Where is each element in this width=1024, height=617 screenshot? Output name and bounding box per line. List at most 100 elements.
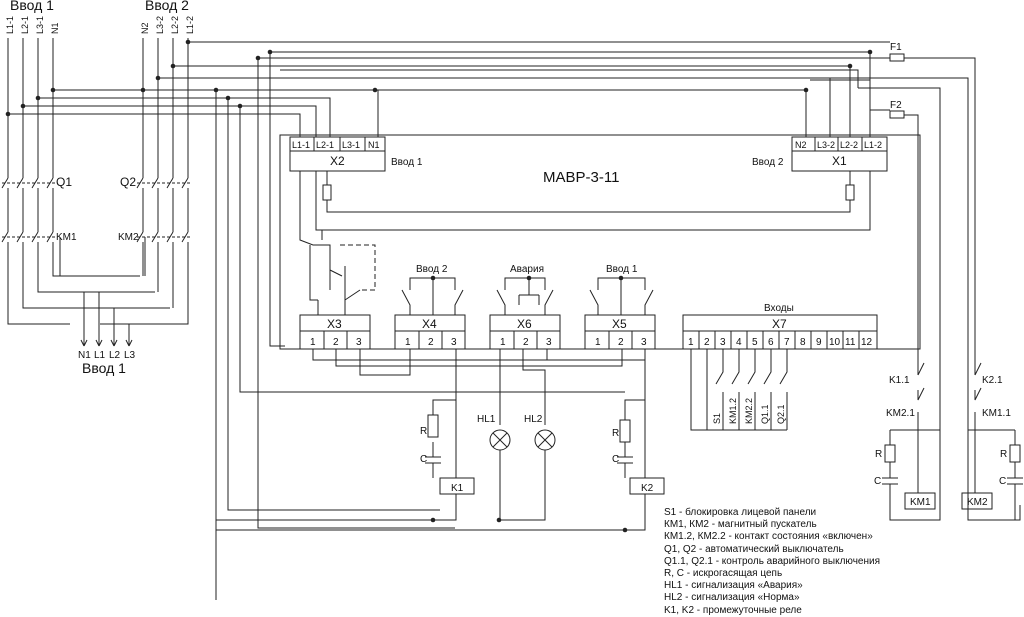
km11-label: KM1.1 <box>982 408 1011 419</box>
x4-name: X4 <box>422 317 437 331</box>
q2-label: Q2 <box>120 175 136 189</box>
contact-label: Q1.1 <box>760 404 770 424</box>
x7-contacts <box>690 349 788 431</box>
legend-item: S1 - блокировка лицевой панели <box>664 507 817 518</box>
x4-pin: 1 <box>405 337 411 348</box>
r-right2-label: R <box>1000 449 1007 460</box>
km1-coil-label: KM1 <box>910 497 931 508</box>
c-right2-label: C <box>999 476 1006 487</box>
x7-pin: 12 <box>861 337 873 348</box>
input2-top-label: Ввод 2 <box>145 0 189 13</box>
right-wires <box>280 53 1023 521</box>
x1-side-label: Ввод 2 <box>752 157 784 168</box>
connector-x1 <box>791 136 888 172</box>
x7-pin: 10 <box>829 337 841 348</box>
km2-coil-label: KM2 <box>967 497 988 508</box>
x2-pin: L2-1 <box>316 140 334 150</box>
x6-pin: 2 <box>523 337 529 348</box>
connector-x6 <box>489 277 561 350</box>
x3-name: X3 <box>327 317 342 331</box>
km1-label: KM1 <box>56 232 77 243</box>
x4-pin: 3 <box>451 337 457 348</box>
x7-pin: 1 <box>688 337 694 348</box>
x2-name: X2 <box>330 154 345 168</box>
x7-label: Входы <box>764 303 794 314</box>
connector-x5 <box>584 277 656 350</box>
line-label: L3-2 <box>155 16 165 34</box>
x7-pin: 9 <box>816 337 822 348</box>
line-label: L2-2 <box>170 16 180 34</box>
input-wires <box>1 38 190 347</box>
x3-pin: 3 <box>356 337 362 348</box>
k1-coil-label: K1 <box>451 483 464 494</box>
x6-label: Авария <box>510 264 544 275</box>
x7-contact-labels: S1 KM1.2 KM2.2 Q1.1 Q2.1 <box>712 398 786 424</box>
contact-label: KM2.2 <box>744 398 754 424</box>
k11-label: K1.1 <box>889 375 910 386</box>
line-label: N1 <box>50 22 60 34</box>
x5-pin: 2 <box>618 337 624 348</box>
line-label: L3 <box>124 350 136 361</box>
x3-pin: 2 <box>333 337 339 348</box>
connector-x4 <box>394 277 466 350</box>
contact-label: KM1.2 <box>728 398 738 424</box>
r-mid-label: R <box>612 428 619 439</box>
junction-dots <box>5 39 873 533</box>
legend-item: Q1.1, Q2.1 - контроль аварийного выключе… <box>664 555 880 567</box>
x7-pin: 11 <box>845 337 856 348</box>
x7-pin: 5 <box>752 337 758 348</box>
x7-pin: 8 <box>800 337 806 348</box>
x7-pin: 2 <box>704 337 710 348</box>
km2-label: KM2 <box>118 232 139 243</box>
input2-line-labels: N2 L3-2 L2-2 L1-2 <box>140 16 195 34</box>
legend-item: HL2 - сигнализация «Норма» <box>664 592 800 604</box>
c-mid-label: C <box>612 454 619 465</box>
x7-pin: 4 <box>736 337 742 348</box>
x6-pin: 3 <box>546 337 552 348</box>
bottom-line-labels: N1 L1 L2 L3 <box>78 350 136 361</box>
legend-item: K1, K2 - промежуточные реле <box>664 604 802 616</box>
legend-item: Q1, Q2 - автоматический выключатель <box>664 543 844 555</box>
input1-line-labels: L1-1 L2-1 L3-1 N1 <box>5 16 60 34</box>
x5-pin: 3 <box>641 337 647 348</box>
mavr-module-box <box>279 134 921 350</box>
x7-name: X7 <box>772 317 787 331</box>
connector-x7 <box>682 314 878 350</box>
connector-x2 <box>289 136 386 172</box>
km21-label: KM2.1 <box>886 408 915 419</box>
x1-name: X1 <box>832 154 847 168</box>
x5-label: Ввод 1 <box>606 264 638 275</box>
legend-item: HL1 - сигнализация «Авария» <box>664 580 803 592</box>
line-label: N1 <box>78 350 91 361</box>
input1-bottom-label: Ввод 1 <box>82 360 126 376</box>
connector-x3 <box>299 314 371 350</box>
line-label: N2 <box>140 22 150 34</box>
line-label: L1 <box>94 350 106 361</box>
x3-pin: 1 <box>310 337 316 348</box>
contact-label: S1 <box>712 413 722 424</box>
x2-pin: L1-1 <box>292 140 310 150</box>
lower-circuit <box>216 349 665 531</box>
r-right1-label: R <box>875 449 882 460</box>
x1-pin: L1-2 <box>864 140 882 150</box>
x5-name: X5 <box>612 317 627 331</box>
x7-pin: 3 <box>720 337 726 348</box>
r-left-label: R <box>420 426 427 437</box>
x6-name: X6 <box>517 317 532 331</box>
x2-pin: N1 <box>368 140 380 150</box>
legend-item: R, C - искрогасящая цепь <box>664 568 783 580</box>
k2-coil-label: K2 <box>641 483 654 494</box>
hl1-label: HL1 <box>477 414 496 425</box>
x7-pin: 7 <box>784 337 790 348</box>
line-label: L2 <box>109 350 121 361</box>
x2-side-label: Ввод 1 <box>391 157 423 168</box>
line-label: L1-1 <box>5 16 15 34</box>
c-left-label: C <box>420 454 427 465</box>
legend: S1 - блокировка лицевой панели КМ1, КМ2 … <box>664 507 880 617</box>
x6-pin: 1 <box>500 337 506 348</box>
hl2-label: HL2 <box>524 414 543 425</box>
input1-top-label: Ввод 1 <box>10 0 54 13</box>
line-label: L1-2 <box>185 16 195 34</box>
q1-label: Q1 <box>56 175 72 189</box>
